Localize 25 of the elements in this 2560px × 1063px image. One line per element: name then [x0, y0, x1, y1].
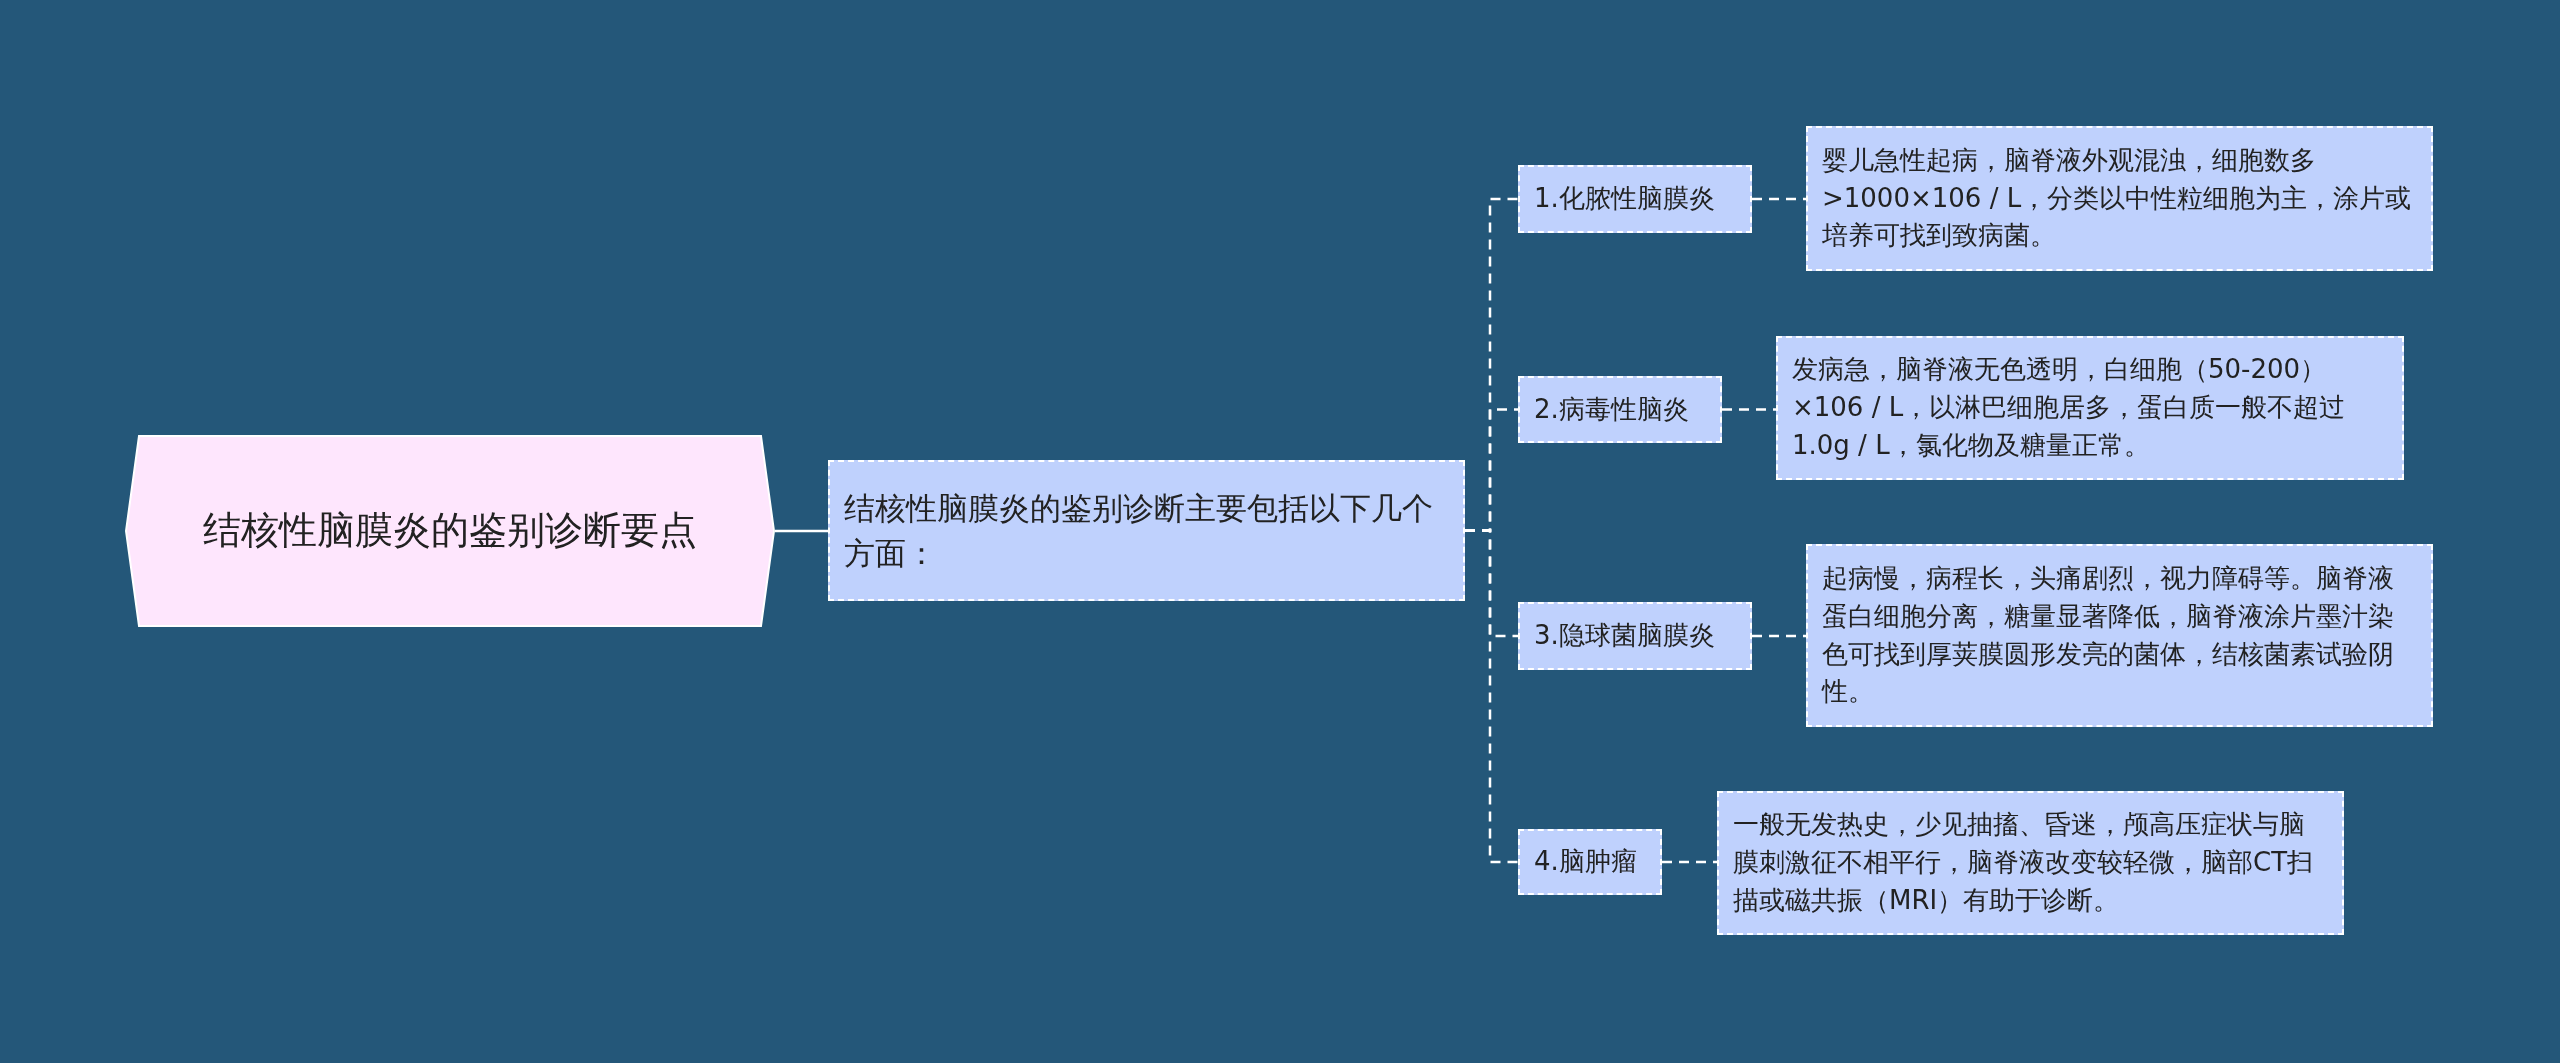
detail-box	[1806, 126, 2433, 271]
branch-box	[1518, 376, 1722, 443]
node-text: 婴儿急性起病，脑脊液外观混浊，细胞数多>1000×106 / L，分类以中性粒细胞为主，涂片或培养可找到致病菌。	[1822, 143, 2413, 253]
node-text: 1.化脓性脑膜炎	[1534, 182, 1715, 216]
detail-box	[1776, 336, 2404, 480]
node-text: 2.病毒性脑炎	[1534, 392, 1689, 426]
node-text: 3.隐球菌脑膜炎	[1534, 619, 1715, 653]
connector-line	[1722, 408, 1776, 411]
node-text: 起病慢，病程长，头痛剧烈，视力障碍等。脑脊液蛋白细胞分离，糖量显著降低，脑脊液涂片墨汁染色可找到厚荚膜圆形发亮的菌体，结核菌素试验阴性。	[1822, 562, 2395, 709]
branch-box	[1518, 829, 1662, 895]
connector-line	[1752, 634, 1806, 638]
topic-box	[828, 460, 1465, 601]
connector-line	[1752, 197, 1806, 201]
node-text: 一般无发热史，少见抽搐、昏迷，颅高压症状与脑膜刺激征不相平行，脑脊液改变较轻微，脑部CT扫描或磁共振（MRI）有助于诊断。	[1733, 808, 2315, 917]
connector-line	[1465, 529, 1518, 864]
branch-box	[1518, 602, 1752, 670]
node-text: 发病急，脑脊液无色透明，白细胞（50-200）×106 / L，以淋巴细胞居多，蛋白质一般不超过1.0g / L，氯化物及糖量正常。	[1792, 353, 2347, 462]
title-text: 结核性脑膜炎的鉴别诊断要点	[202, 507, 698, 555]
connector-line	[1662, 860, 1717, 864]
detail-box	[1717, 791, 2344, 935]
node-text: 4.脑肿瘤	[1534, 845, 1637, 879]
node-text: 结核性脑膜炎的鉴别诊断主要包括以下几个方面：	[844, 488, 1434, 573]
detail-box	[1806, 544, 2433, 727]
branch-box	[1518, 165, 1752, 233]
connector-line	[775, 529, 828, 533]
